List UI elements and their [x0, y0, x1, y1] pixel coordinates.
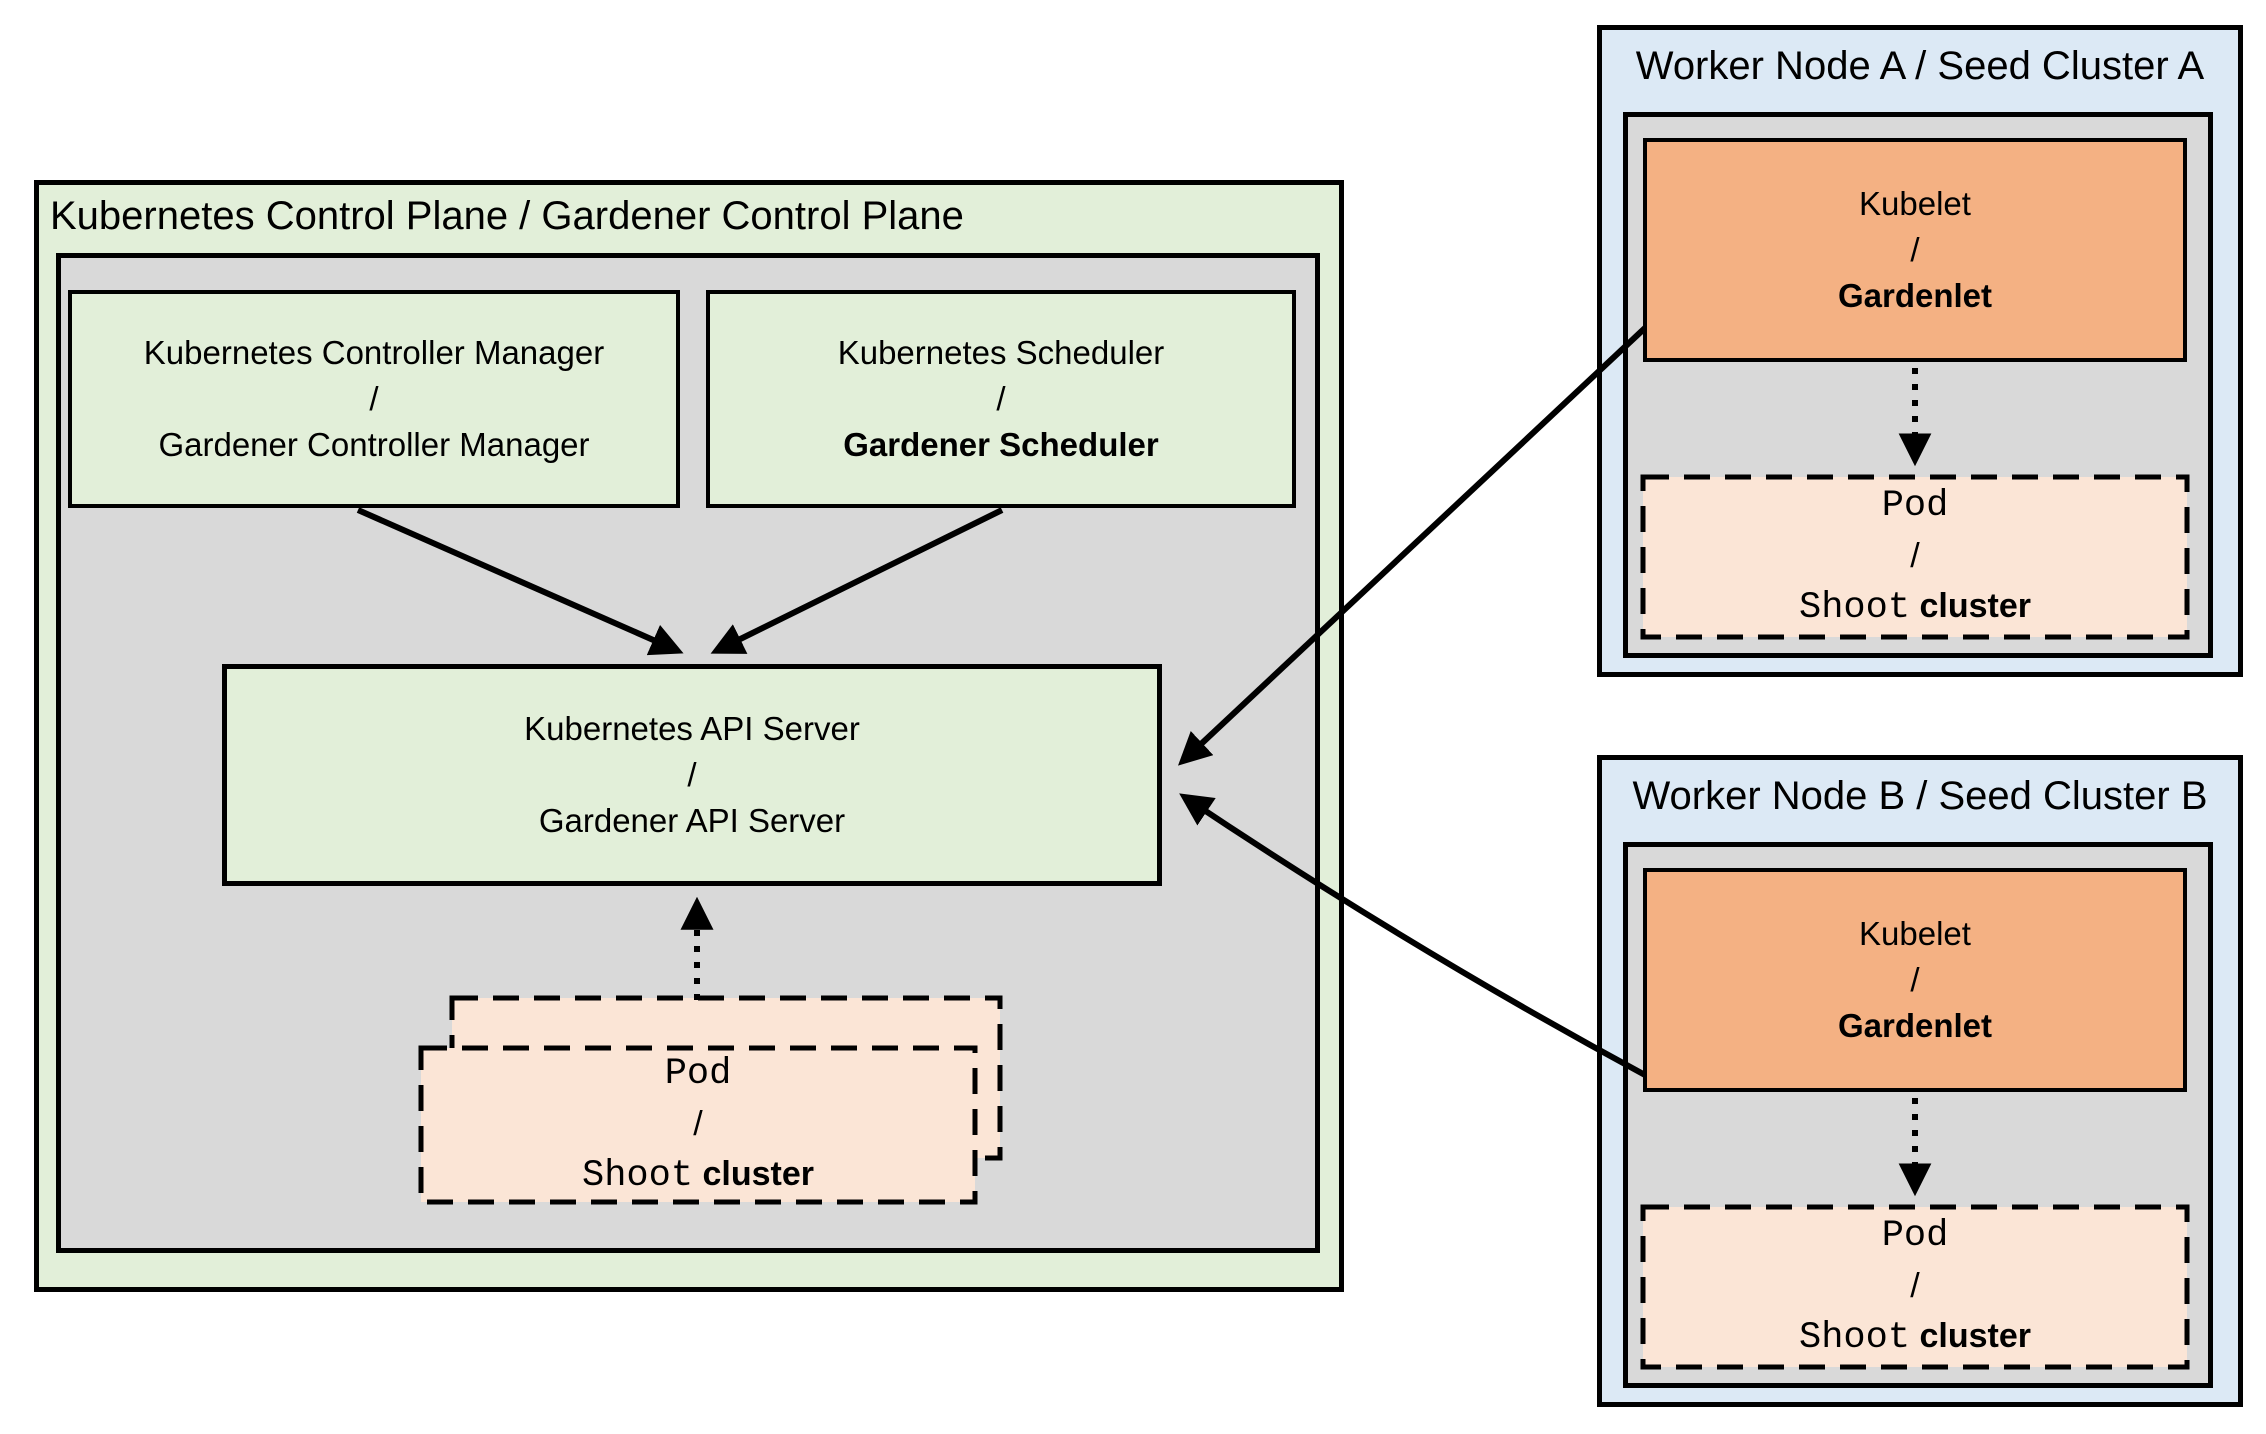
kubelet-b-line1: Kubelet: [1859, 915, 1971, 952]
api-server-line2: Gardener API Server: [538, 802, 846, 839]
scheduler-slash: /: [996, 380, 1006, 417]
api-server-box: Kubernetes API Server / Gardener API Ser…: [222, 664, 1162, 886]
worker-node-b-title: Worker Node B / Seed Cluster B: [1632, 774, 2208, 818]
pod-stack-slash: /: [693, 1105, 703, 1143]
pod-b-line1: Pod: [1881, 1215, 1949, 1257]
controller-manager-slash: /: [369, 380, 379, 417]
kubelet-a-slash: /: [1910, 231, 1920, 268]
pod-a-slash: /: [1910, 537, 1920, 575]
scheduler-line2: Gardener Scheduler: [843, 426, 1159, 463]
api-server-slash: /: [687, 756, 697, 793]
pod-b-line2: Shoot cluster: [1799, 1317, 2031, 1359]
controller-manager-line1: Kubernetes Controller Manager: [143, 334, 605, 371]
kubelet-box-b: Kubelet / Gardenlet: [1643, 868, 2187, 1092]
worker-node-a-title: Worker Node A / Seed Cluster A: [1635, 44, 2205, 88]
kubelet-a-line2: Gardenlet: [1837, 277, 1993, 314]
controller-manager-box: Kubernetes Controller Manager / Gardener…: [68, 290, 680, 508]
pod-stack-line2: Shoot cluster: [582, 1155, 814, 1197]
pod-a-line2: Shoot cluster: [1799, 587, 2031, 629]
kubelet-b-line2: Gardenlet: [1837, 1007, 1993, 1044]
pod-b-label: Pod / Shoot cluster: [1643, 1207, 2187, 1367]
kubelet-a-line1: Kubelet: [1859, 185, 1971, 222]
controller-manager-line2: Gardener Controller Manager: [158, 426, 590, 463]
control-plane-title: Kubernetes Control Plane / Gardener Cont…: [50, 194, 964, 238]
scheduler-line1: Kubernetes Scheduler: [837, 334, 1165, 371]
pod-stack-label: Pod / Shoot cluster: [421, 1048, 975, 1202]
kubelet-box-a: Kubelet / Gardenlet: [1643, 138, 2187, 362]
api-server-line1: Kubernetes API Server: [524, 710, 860, 747]
pod-stack-line1: Pod: [664, 1053, 732, 1095]
pod-a-line1: Pod: [1881, 485, 1949, 527]
pod-a-label: Pod / Shoot cluster: [1643, 477, 2187, 637]
kubelet-b-slash: /: [1910, 961, 1920, 998]
pod-b-slash: /: [1910, 1267, 1920, 1305]
scheduler-box: Kubernetes Scheduler / Gardener Schedule…: [706, 290, 1296, 508]
